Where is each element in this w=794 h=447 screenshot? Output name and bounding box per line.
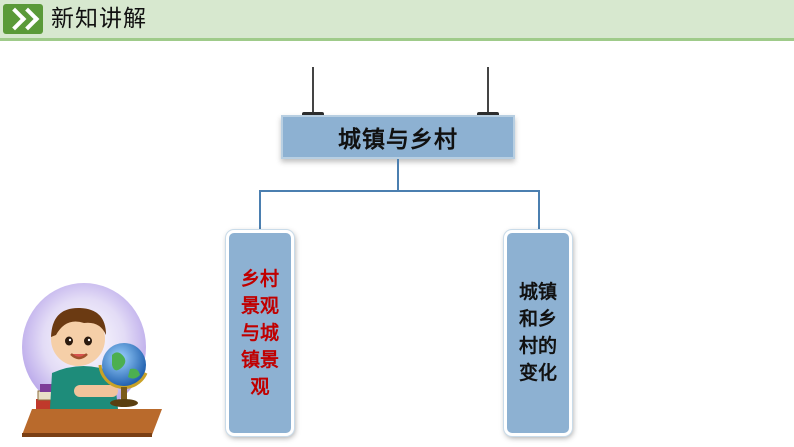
slide-header: 新知讲解 — [0, 0, 794, 41]
double-chevron-right-icon — [3, 4, 43, 34]
child-node-label: 乡村景观与城镇景观 — [240, 267, 279, 398]
connector-horizontal — [259, 190, 540, 192]
connector-root-down — [397, 159, 399, 191]
child-node-rural-urban-landscape: 乡村景观与城镇景观 — [226, 230, 294, 436]
hanger-line-left — [312, 67, 314, 117]
page-title: 新知讲解 — [51, 6, 147, 32]
child-node-urban-rural-change: 城镇和乡村的变化 — [504, 230, 572, 436]
root-node-label: 城镇与乡村 — [338, 127, 458, 153]
connector-right-down — [538, 190, 540, 231]
boy-with-globe-icon — [22, 283, 162, 437]
connector-left-down — [259, 190, 261, 231]
root-node: 城镇与乡村 — [281, 115, 515, 159]
child-node-label: 城镇和乡村的变化 — [518, 281, 557, 384]
hanger-line-right — [487, 67, 489, 117]
